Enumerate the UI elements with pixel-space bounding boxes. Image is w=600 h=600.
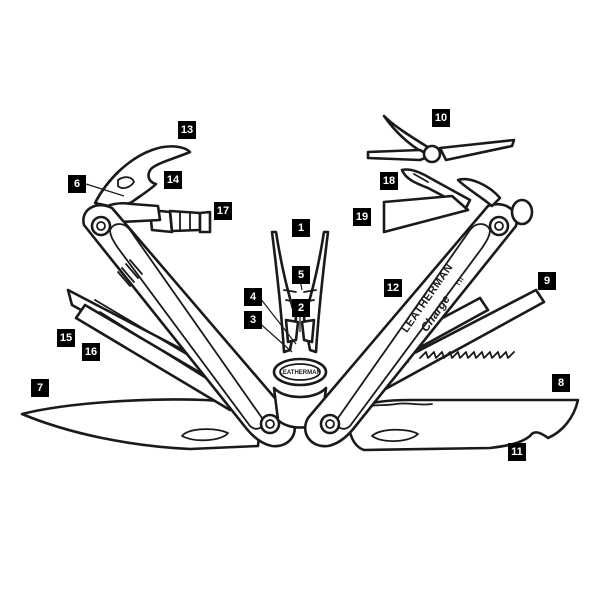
callout-19: 19	[353, 208, 371, 226]
callout-15: 15	[57, 329, 75, 347]
callout-12: 12	[384, 279, 402, 297]
pivot-brand-text: LEATHERMAN	[279, 370, 321, 376]
scissors	[366, 114, 516, 164]
callout-14: 14	[164, 171, 182, 189]
callout-6: 6	[68, 175, 86, 193]
callout-7: 7	[31, 379, 49, 397]
left-handle	[82, 203, 297, 448]
callout-17: 17	[214, 202, 232, 220]
callout-11: 11	[508, 443, 526, 461]
callout-9: 9	[538, 272, 556, 290]
file-tool	[382, 194, 470, 234]
callout-18: 18	[380, 172, 398, 190]
callout-4: 4	[244, 288, 262, 306]
lanyard-ring	[456, 177, 534, 226]
right-serrated-blade	[347, 398, 580, 452]
callout-10: 10	[432, 109, 450, 127]
callout-13: 13	[178, 121, 196, 139]
callout-8: 8	[552, 374, 570, 392]
callout-5: 5	[292, 266, 310, 284]
callout-1: 1	[292, 219, 310, 237]
callout-16: 16	[82, 343, 100, 361]
trademark-text: TTi	[456, 277, 466, 288]
callout-2: 2	[292, 299, 310, 317]
callout-3: 3	[244, 311, 262, 329]
